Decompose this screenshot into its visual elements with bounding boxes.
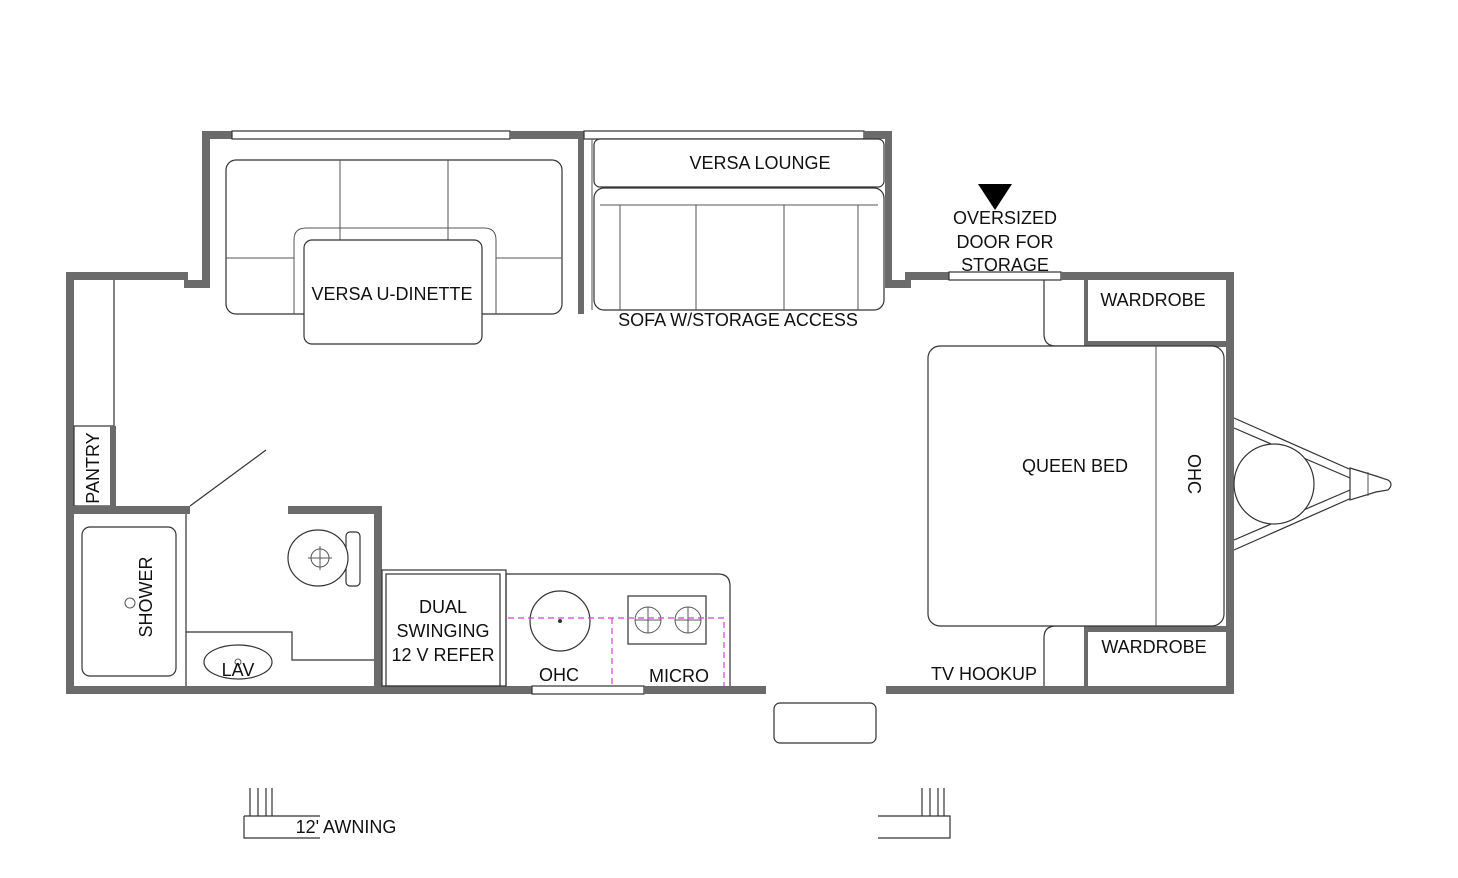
- shower-label: SHOWER: [136, 556, 156, 637]
- oversized-door-line-3: STORAGE: [961, 255, 1049, 275]
- oversized-door: OVERSIZED DOOR FOR STORAGE: [953, 184, 1057, 275]
- refer-line-1: DUAL: [419, 597, 467, 617]
- lav-label: LAV: [222, 660, 255, 680]
- door-arrow-icon: [978, 184, 1012, 210]
- oversized-door-line-2: DOOR FOR: [957, 232, 1054, 252]
- oversized-door-line-1: OVERSIZED: [953, 208, 1057, 228]
- refrigerator: DUAL SWINGING 12 V REFER: [381, 569, 507, 687]
- queen-bed-label: QUEEN BED: [1022, 456, 1128, 476]
- bathroom: SHOWER LAV: [66, 449, 382, 686]
- entry-step: [773, 702, 877, 744]
- refer-line-2: SWINGING: [397, 621, 490, 641]
- awning: 12' AWNING: [243, 788, 951, 839]
- kitchen: OHC MICRO: [505, 573, 731, 686]
- versa-u-dinette-label: VERSA U-DINETTE: [311, 284, 472, 304]
- micro-label: MICRO: [649, 666, 709, 686]
- versa-u-dinette: VERSA U-DINETTE: [225, 159, 563, 345]
- tv-hookup-label: TV HOOKUP: [931, 664, 1037, 684]
- queen-bed: [927, 345, 1225, 627]
- wardrobe-bottom-label: WARDROBE: [1101, 637, 1206, 657]
- cooktop-icon: [627, 595, 707, 645]
- pantry: PANTRY: [73, 280, 116, 507]
- refer-line-3: 12 V REFER: [391, 645, 494, 665]
- toilet-icon: [287, 529, 361, 587]
- exterior-walls: [66, 130, 1234, 695]
- ohc-bed-label: OHC: [1184, 454, 1204, 494]
- versa-lounge-label: VERSA LOUNGE: [689, 153, 830, 173]
- versa-lounge: VERSA LOUNGE SOFA W/STORAGE ACCESS: [591, 138, 885, 330]
- sofa-storage-label: SOFA W/STORAGE ACCESS: [618, 310, 858, 330]
- awning-label: 12' AWNING: [296, 817, 397, 837]
- hitch: [1233, 417, 1392, 551]
- ohc-kitchen-label: OHC: [539, 665, 579, 685]
- pantry-label: PANTRY: [83, 432, 103, 503]
- wardrobe-top-label: WARDROBE: [1100, 290, 1205, 310]
- bedroom: WARDROBE WARDROBE QUEEN BED OHC TV HOOKU…: [927, 272, 1234, 686]
